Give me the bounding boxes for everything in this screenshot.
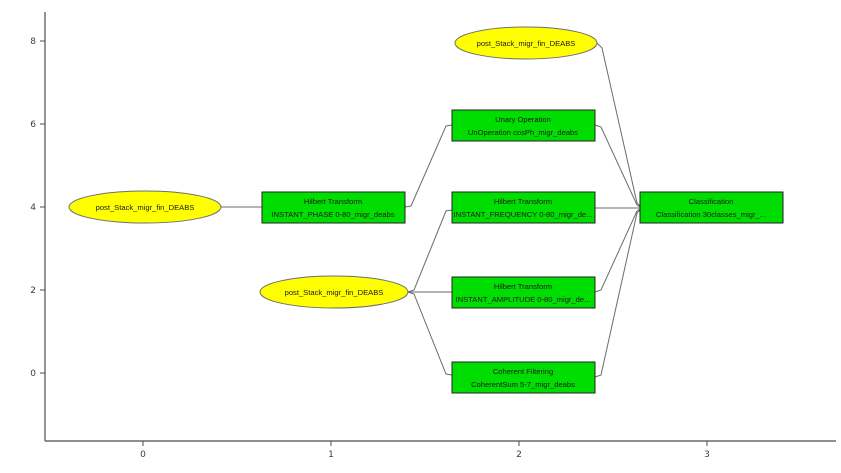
node-hilbert-phase[interactable]: Hilbert Transform INSTANT_PHASE 0-80_mig… [261, 191, 406, 224]
process-box [639, 191, 784, 224]
node-src-left[interactable]: post_Stack_migr_fin_DEABS [68, 190, 222, 224]
edges [221, 41, 641, 378]
node-label-line1: Unary Operation [495, 115, 551, 124]
process-box [451, 276, 596, 309]
process-box [451, 361, 596, 394]
node-label-line2: INSTANT_PHASE 0-80_migr_deabs [271, 210, 394, 219]
source-ellipse [259, 275, 409, 309]
node-label-line2: INSTANT_FREQUENCY 0-80_migr_de... [454, 210, 593, 219]
node-classification[interactable]: Classification Classification 30classes_… [639, 191, 784, 224]
edge-amplitude-classification [594, 208, 641, 293]
edge-srcmid-frequency [407, 209, 453, 293]
source-ellipse [454, 26, 598, 60]
edge-unary-classification [594, 124, 641, 208]
x-tick-label: 3 [704, 450, 710, 460]
node-label-line2: CoherentSum 5-7_migr_deabs [471, 380, 575, 389]
process-box [451, 191, 596, 224]
process-box [261, 191, 406, 224]
y-axis: 8 6 4 2 0 [30, 12, 46, 441]
node-label: post_Stack_migr_fin_DEABS [477, 39, 576, 48]
node-label-line1: Classification [689, 197, 734, 206]
node-label-line1: Hilbert Transform [494, 282, 552, 291]
node-label-line1: Hilbert Transform [494, 197, 552, 206]
node-hilbert-amplitude[interactable]: Hilbert Transform INSTANT_AMPLITUDE 0-80… [451, 276, 596, 309]
process-box [451, 109, 596, 142]
node-src-mid[interactable]: post_Stack_migr_fin_DEABS [259, 275, 409, 309]
x-tick-label: 2 [516, 450, 522, 460]
edge-srcmid-coherent [407, 291, 453, 376]
edge-phase-unary [404, 124, 453, 208]
node-src-top[interactable]: post_Stack_migr_fin_DEABS [454, 26, 598, 60]
source-ellipse [68, 190, 222, 224]
y-tick-label: 6 [30, 120, 36, 130]
y-tick-label: 2 [30, 286, 36, 296]
y-tick-label: 8 [30, 37, 36, 47]
node-label-line2: UnOperation cosPh_migr_deabs [468, 128, 578, 137]
node-label-line1: Coherent Filtering [493, 367, 553, 376]
node-coherent-filtering[interactable]: Coherent Filtering CoherentSum 5-7_migr_… [451, 361, 596, 394]
node-label-line2: Classification 30classes_migr_... [656, 210, 766, 219]
x-axis: 0 1 2 3 [45, 440, 836, 460]
node-label: post_Stack_migr_fin_DEABS [285, 288, 384, 297]
x-tick-label: 0 [140, 450, 146, 460]
node-label-line2: INSTANT_AMPLITUDE 0-80_migr_de... [456, 295, 591, 304]
edge-coherent-classification [594, 209, 641, 378]
node-hilbert-frequency[interactable]: Hilbert Transform INSTANT_FREQUENCY 0-80… [451, 191, 596, 224]
edge-srctop-classification [595, 41, 641, 207]
node-label-line1: Hilbert Transform [304, 197, 362, 206]
x-tick-label: 1 [328, 450, 334, 460]
node-label: post_Stack_migr_fin_DEABS [96, 203, 195, 212]
y-tick-label: 0 [30, 369, 36, 379]
node-unary-cosph[interactable]: Unary Operation UnOperation cosPh_migr_d… [451, 109, 596, 142]
y-tick-label: 4 [30, 203, 36, 213]
